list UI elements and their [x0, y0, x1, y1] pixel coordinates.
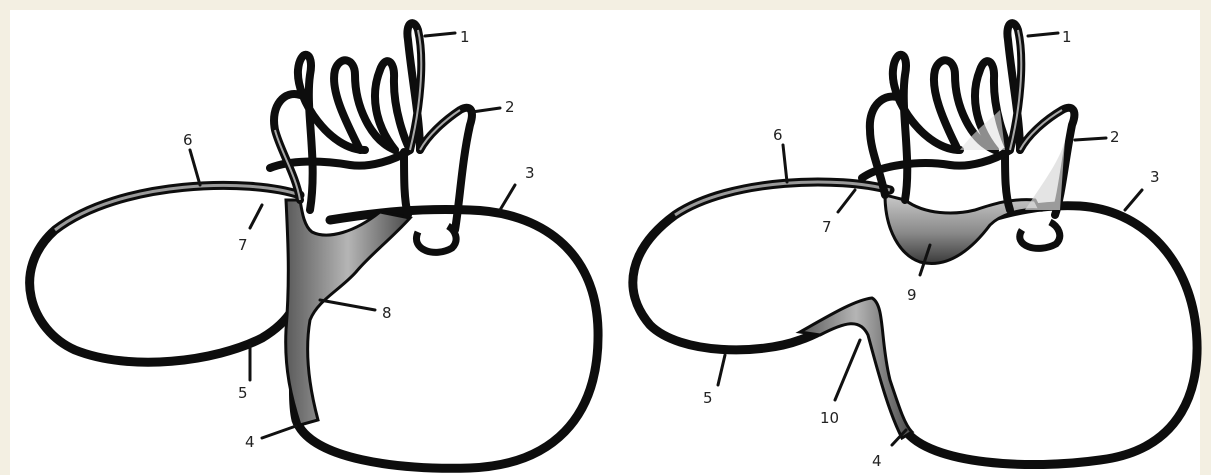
right-label-2: 2: [1110, 128, 1120, 146]
right-label-5: 5: [703, 389, 713, 407]
right-label-1: 1: [1062, 28, 1072, 46]
right-label-6: 6: [773, 126, 783, 144]
left-label-4: 4: [245, 433, 255, 451]
left-label-3: 3: [525, 164, 535, 182]
left-label-7: 7: [238, 236, 248, 254]
right-label-9: 9: [907, 286, 917, 304]
right-label-7: 7: [822, 218, 832, 236]
right-label-3: 3: [1150, 168, 1160, 186]
left-label-2: 2: [505, 98, 515, 116]
left-label-1: 1: [460, 28, 470, 46]
right-label-10: 10: [820, 409, 839, 427]
right-label-4: 4: [872, 452, 882, 470]
left-label-5: 5: [238, 384, 248, 402]
left-label-6: 6: [183, 131, 193, 149]
left-label-8: 8: [382, 304, 392, 322]
